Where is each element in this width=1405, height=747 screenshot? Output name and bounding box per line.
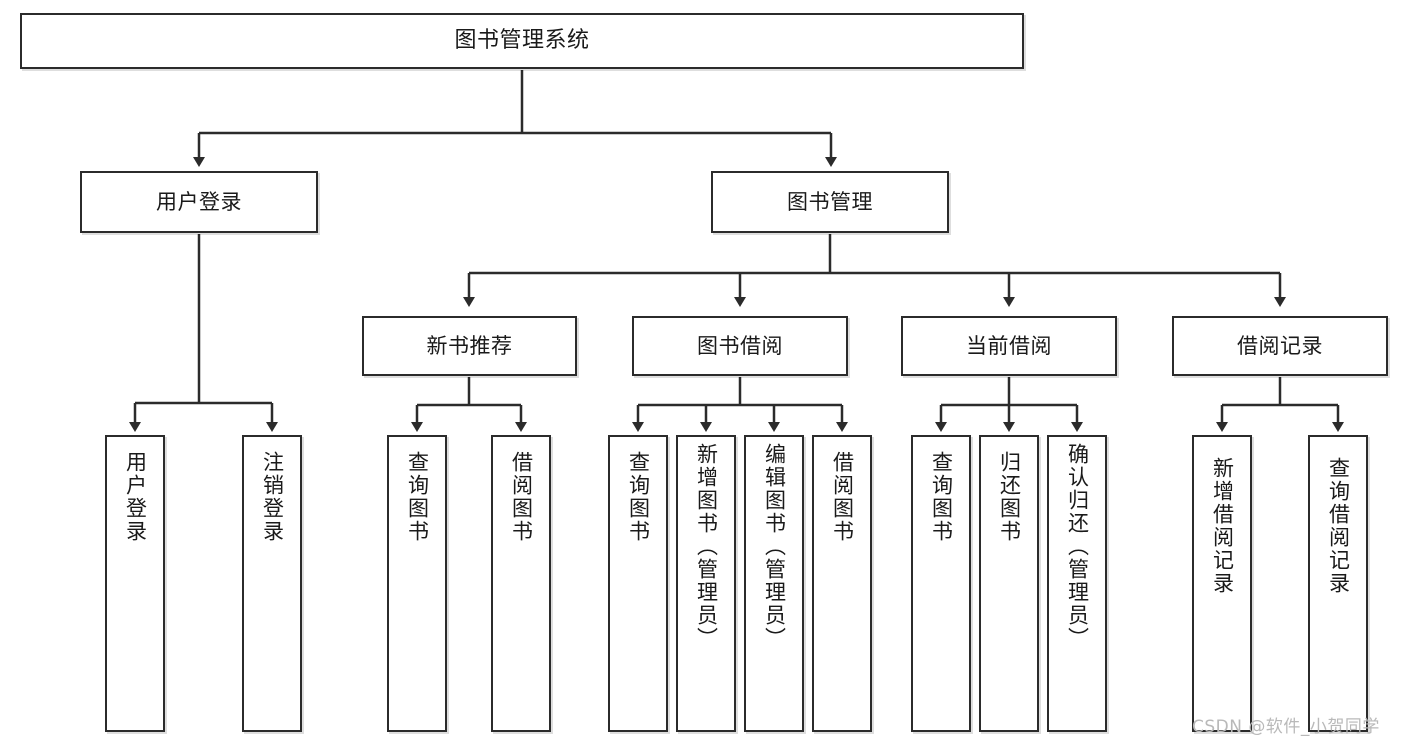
node-leaf-user-login-label: 用户登录 <box>123 451 148 543</box>
node-leaf-borrow-book-2[interactable]: 借阅图书 <box>812 435 872 732</box>
node-leaf-confirm-return[interactable]: 确认归还（管理员） <box>1047 435 1107 732</box>
node-leaf-confirm-return-label: 确认归还（管理员） <box>1065 443 1090 650</box>
node-current-borrow[interactable]: 当前借阅 <box>901 316 1117 376</box>
node-leaf-edit-book-label: 编辑图书（管理员） <box>762 443 787 650</box>
node-leaf-add-book-label: 新增图书（管理员） <box>694 443 719 650</box>
node-new-book-recommend[interactable]: 新书推荐 <box>362 316 577 376</box>
node-leaf-add-book[interactable]: 新增图书（管理员） <box>676 435 736 732</box>
node-leaf-logout-login-label: 注销登录 <box>260 451 285 543</box>
node-leaf-return-book[interactable]: 归还图书 <box>979 435 1039 732</box>
node-leaf-query-book-2-label: 查询图书 <box>626 451 651 543</box>
node-leaf-user-login[interactable]: 用户登录 <box>105 435 165 732</box>
node-current-borrow-label: 当前借阅 <box>966 333 1052 358</box>
node-leaf-edit-book[interactable]: 编辑图书（管理员） <box>744 435 804 732</box>
node-leaf-query-book-2[interactable]: 查询图书 <box>608 435 668 732</box>
node-leaf-query-record[interactable]: 查询借阅记录 <box>1308 435 1368 732</box>
node-leaf-query-book-1[interactable]: 查询图书 <box>387 435 447 732</box>
node-leaf-borrow-book-1-label: 借阅图书 <box>509 451 534 543</box>
node-root[interactable]: 图书管理系统 <box>20 13 1024 69</box>
node-borrow-record-label: 借阅记录 <box>1237 333 1323 358</box>
node-borrow-record[interactable]: 借阅记录 <box>1172 316 1388 376</box>
node-root-label: 图书管理系统 <box>454 28 590 54</box>
node-user-login[interactable]: 用户登录 <box>80 171 318 233</box>
csdn-watermark: CSDN @软件_小贺同学 <box>1192 717 1380 737</box>
node-leaf-add-record-label: 新增借阅记录 <box>1210 457 1235 595</box>
node-leaf-logout-login[interactable]: 注销登录 <box>242 435 302 732</box>
node-leaf-query-book-3-label: 查询图书 <box>929 451 954 543</box>
node-book-management[interactable]: 图书管理 <box>711 171 949 233</box>
node-leaf-query-book-1-label: 查询图书 <box>405 451 430 543</box>
node-user-login-label: 用户登录 <box>156 189 242 214</box>
node-leaf-query-book-3[interactable]: 查询图书 <box>911 435 971 732</box>
node-book-borrow[interactable]: 图书借阅 <box>632 316 848 376</box>
node-leaf-borrow-book-2-label: 借阅图书 <box>830 451 855 543</box>
node-leaf-query-record-label: 查询借阅记录 <box>1326 457 1351 595</box>
node-book-management-label: 图书管理 <box>787 189 873 214</box>
node-book-borrow-label: 图书借阅 <box>697 333 783 358</box>
node-leaf-borrow-book-1[interactable]: 借阅图书 <box>491 435 551 732</box>
node-leaf-return-book-label: 归还图书 <box>997 451 1022 543</box>
node-new-book-recommend-label: 新书推荐 <box>426 333 513 358</box>
node-leaf-add-record[interactable]: 新增借阅记录 <box>1192 435 1252 732</box>
